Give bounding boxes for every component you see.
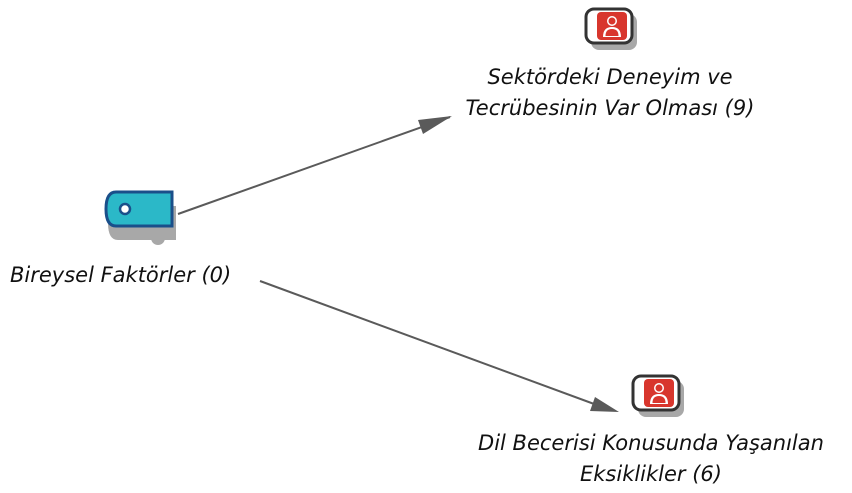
root-node-label: Bireysel Faktörler (0) [10, 260, 231, 291]
child1-node-label: Sektördeki Deneyim ve Tecrübesinin Var O… [448, 62, 772, 124]
person-case-icon[interactable] [583, 6, 639, 52]
child2-label-line2: Eksiklikler (6) [579, 462, 722, 486]
child1-label-line2: Tecrübesinin Var Olması (9) [465, 96, 755, 120]
root-label-text: Bireysel Faktörler (0) [10, 263, 232, 287]
edge-root-to-child2 [259, 280, 606, 409]
person-case-icon[interactable] [630, 373, 686, 419]
child2-label-line1: Dil Becerisi Konusunda Yaşanılan [478, 431, 824, 455]
child2-node-label: Dil Becerisi Konusunda Yaşanılan Eksikli… [455, 428, 847, 490]
arrowhead-child1 [418, 116, 452, 134]
arrowhead-child2 [590, 397, 619, 412]
tag-icon[interactable] [104, 188, 180, 248]
edge-root-to-child1 [177, 116, 451, 215]
child1-label-line1: Sektördeki Deneyim ve [487, 65, 733, 89]
